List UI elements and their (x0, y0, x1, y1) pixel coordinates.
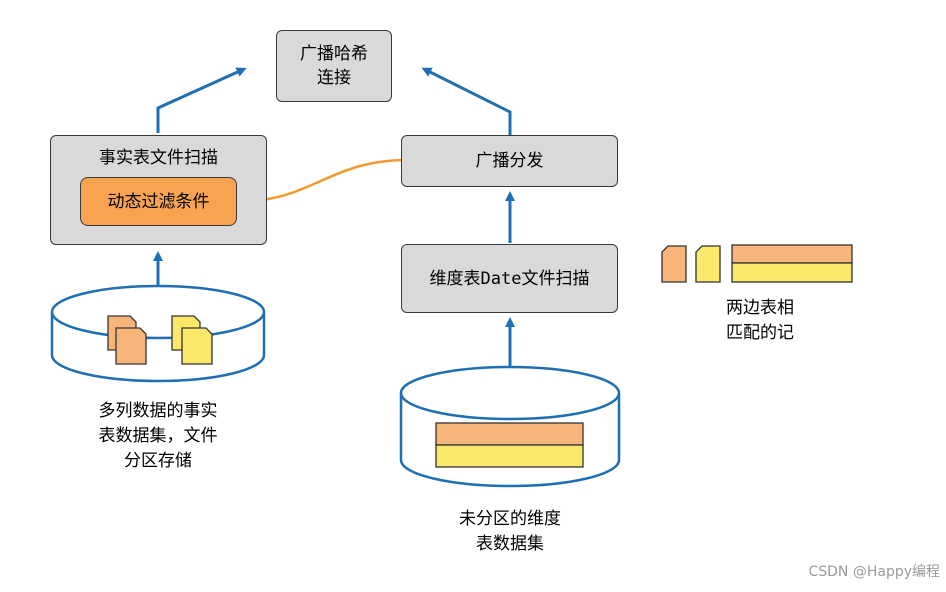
fact-dataset-line1: 多列数据的事实 (98, 401, 218, 421)
broadcast-hash-join-line2: 连接 (317, 68, 351, 88)
dim-dataset-caption: 未分区的维度 表数据集 (420, 507, 600, 557)
fact-scan-label: 事实表文件扫描 (99, 148, 218, 168)
fact-dataset-line2: 表数据集，文件 (98, 426, 218, 446)
dim-scan-suffix: 文件扫描 (521, 268, 590, 289)
dim-scan-label: 维度表Date文件扫描 (430, 267, 590, 291)
arrow-broadcast-to-join (421, 67, 512, 135)
broadcast-hash-join-line1: 广播哈希 (300, 44, 368, 64)
dynamic-filter-label: 动态过滤条件 (107, 191, 210, 212)
dim-scan-mono: Date (480, 268, 522, 289)
legend-line1: 两边表相 (726, 298, 794, 318)
dim-dataset-line2: 表数据集 (476, 534, 544, 554)
dynamic-filter-node: 动态过滤条件 (80, 177, 237, 226)
dim-scan-node: 维度表Date文件扫描 (401, 244, 618, 313)
orange-file-icon-stack (107, 315, 147, 365)
fact-dataset-line3: 分区存储 (124, 451, 192, 471)
dim-scan-prefix: 维度表 (429, 268, 481, 289)
dim-table-bars (435, 422, 584, 468)
legend-icons (661, 244, 853, 283)
broadcast-hash-join-node: 广播哈希 连接 (276, 30, 392, 102)
arrow-dynamic-filter (241, 158, 403, 206)
legend-caption: 两边表相 匹配的记 (700, 296, 820, 346)
fact-dataset-cylinder (50, 284, 266, 383)
broadcast-distribution-node: 广播分发 (401, 135, 618, 187)
arrow-fact-to-join (156, 67, 247, 133)
yellow-file-icon-stack (171, 315, 213, 365)
watermark: CSDN @Happy编程 (808, 564, 940, 580)
broadcast-distribution-label: 广播分发 (475, 151, 544, 171)
dim-dataset-line1: 未分区的维度 (459, 509, 561, 529)
legend-line2: 匹配的记 (726, 323, 794, 343)
fact-dataset-caption: 多列数据的事实 表数据集，文件 分区存储 (48, 399, 268, 474)
